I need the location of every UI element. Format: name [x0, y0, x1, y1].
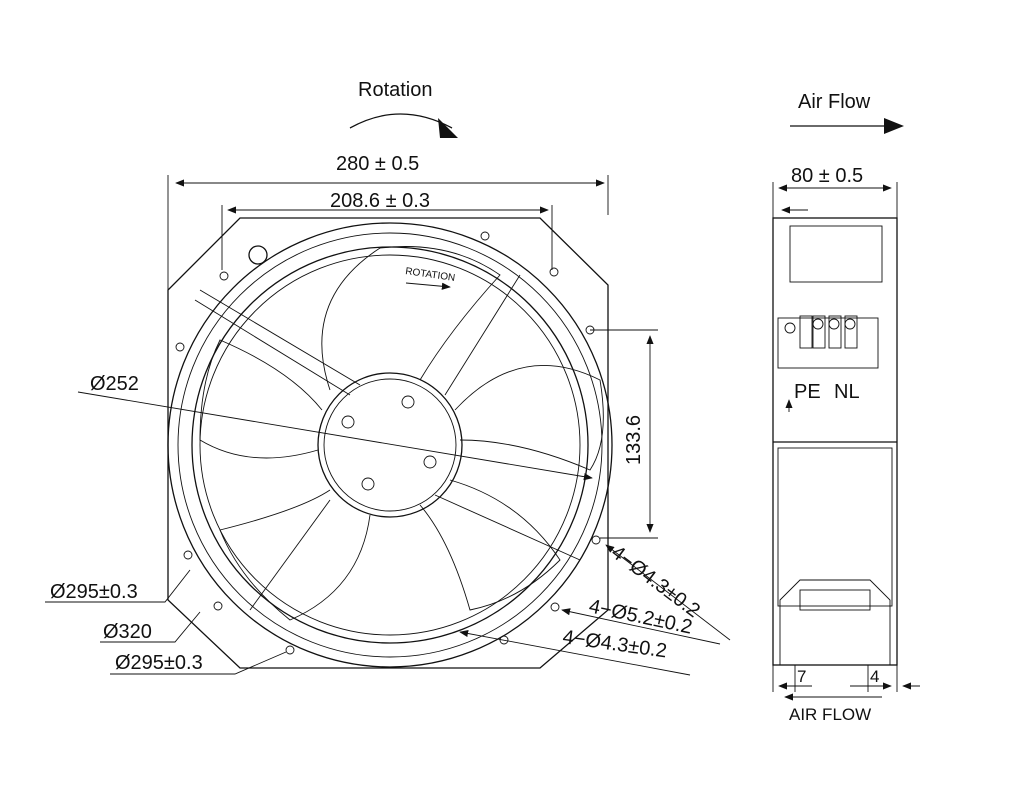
dim-left-label: 7: [797, 667, 806, 686]
hole-43-b-leader: [459, 629, 691, 676]
terminal-nl-label: NL: [834, 381, 860, 403]
front-view: Rotation 280 ± 0.5 208.6 ± 0.3: [45, 79, 731, 676]
venturi-ring: [191, 246, 589, 644]
dia-295-bottom-leader: [110, 651, 287, 675]
terminal-pe-label: PE: [794, 381, 821, 403]
mounting-holes: [175, 231, 601, 655]
side-venturi: [777, 447, 893, 607]
terminal-box: [789, 225, 883, 283]
width-overall-label: 280 ± 0.5: [336, 153, 419, 175]
hub-screw-icons: [341, 395, 437, 491]
airflow-bottom-label: AIR FLOW: [789, 705, 871, 724]
hole-spacing-label: 208.6 ± 0.3: [330, 190, 430, 212]
outer-ring: [167, 222, 613, 668]
hole-52-leader: [561, 608, 721, 645]
fan-blades: [194, 246, 604, 621]
dia-320-leader: [100, 611, 201, 643]
hole-43-a-leader: [605, 544, 731, 641]
terminal-screw-icons: [784, 315, 858, 349]
dia-295-left-label: Ø295±0.3: [50, 581, 138, 603]
rotation-blade-label: ROTATION: [405, 266, 456, 284]
vertical-dim-label: 133.6: [623, 415, 645, 465]
depth-label: 80 ± 0.5: [791, 165, 863, 187]
motor-hub: [317, 372, 463, 518]
side-view: Air Flow 80 ± 0.5 PE NL 7 4 AIR FLOW: [772, 91, 920, 724]
rotation-arrow-icon: [349, 113, 453, 129]
blade-diameter-leader: [77, 391, 593, 481]
terminal-block: [777, 317, 879, 369]
rotation-arrowhead-icon: [438, 118, 458, 138]
rotation-label: Rotation: [358, 79, 433, 101]
dia-295-bottom-label: Ø295±0.3: [115, 652, 203, 674]
fan-frame: [167, 217, 609, 669]
blade-rotation-arrow-icon: [405, 282, 451, 290]
dia-295-left-leader: [45, 569, 191, 603]
airflow-label: Air Flow: [798, 91, 871, 113]
cable-gland: [248, 245, 268, 265]
dim-right-label: 4: [870, 667, 879, 686]
hole-43-b-label: 4−Ø4.3±0.2: [561, 626, 668, 662]
blade-diameter-label: Ø252: [90, 373, 139, 395]
dia-320-label: Ø320: [103, 621, 152, 643]
